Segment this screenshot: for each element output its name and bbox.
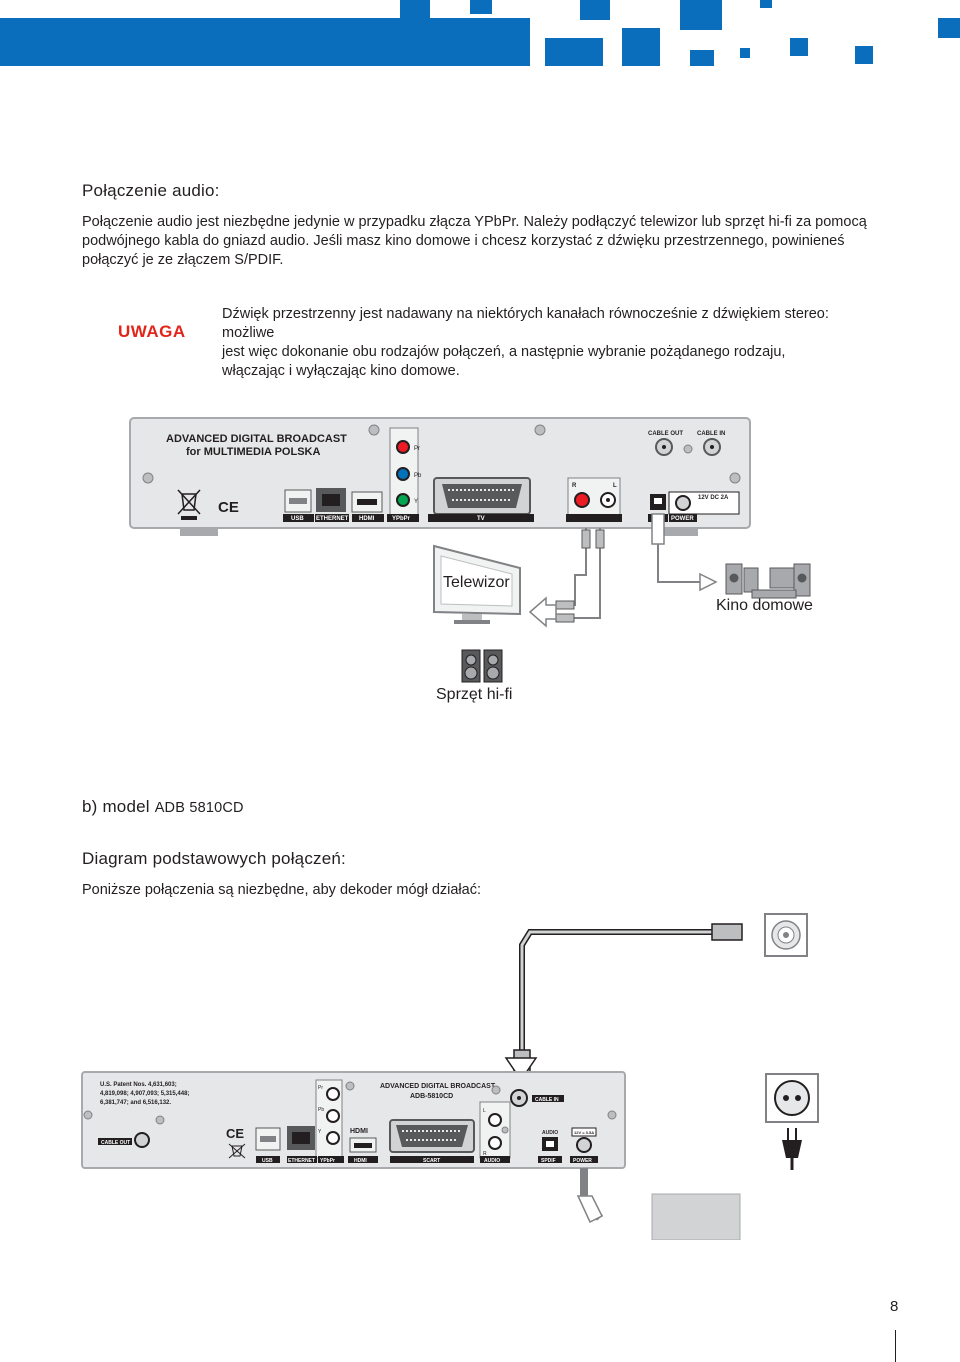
tv-label: Telewizor: [443, 574, 510, 591]
audio-r-connector: [574, 492, 590, 508]
cable-out-label: CABLE OUT: [648, 431, 683, 437]
brand-line-1: ADVANCED DIGITAL BROADCAST: [166, 433, 347, 445]
power-cable-plug: [576, 1168, 604, 1224]
port-spdif-label: SPDIF: [541, 1158, 556, 1164]
power-rating: 12V = 3.5A: [574, 1130, 594, 1135]
audio-r-connector: [488, 1136, 502, 1150]
antenna-socket-icon: [764, 913, 808, 957]
brand-line-1: ADVANCED DIGITAL BROADCAST: [380, 1083, 496, 1090]
port-usb-label: USB: [262, 1158, 273, 1164]
port-power-label: POWER: [573, 1158, 592, 1164]
port-audio-label: AUDIO: [484, 1158, 500, 1164]
model-heading: b) model ADB 5810CD: [82, 797, 244, 817]
hdmi-logo: HDMI: [350, 1128, 368, 1135]
note-line-1: Dźwięk przestrzenny jest nadawany na nie…: [222, 306, 829, 341]
power-connector: [675, 495, 691, 511]
audio-paragraph: Połączenie audio jest niezbędne jedynie …: [82, 213, 872, 270]
tv-icon: [433, 544, 521, 624]
basic-diagram-heading: Diagram podstawowych połączeń:: [82, 849, 346, 868]
audio-connection-diagram: ADVANCED DIGITAL BROADCAST for MULTIMEDI…: [129, 417, 813, 703]
patent-line-2: 4,819,098; 4,907,093; 5,315,448;: [100, 1091, 189, 1097]
ce-mark: CE: [226, 1126, 244, 1141]
r-label: R: [572, 483, 577, 489]
pb-label: Pb: [318, 1107, 324, 1113]
y-label: Y: [414, 499, 418, 505]
note-line-3: włączając i wyłączając kino domowe.: [222, 363, 460, 379]
port-ypbpr-label: YPbPr: [320, 1158, 335, 1164]
port-usb-label: USB: [291, 516, 304, 522]
scart-connector: [389, 1119, 475, 1153]
port-power-label: POWER: [671, 516, 694, 522]
audio-line-3: połączyć je ze złączem S/PDIF.: [82, 252, 284, 268]
note-line-2: jest więc dokonanie obu rodzajów połącze…: [222, 344, 786, 360]
arrow-to-tv-hifi: [528, 596, 557, 628]
pr-label: Pr: [318, 1085, 323, 1091]
pb-label: Pb: [414, 473, 422, 479]
arrow-to-cable-in: [504, 1057, 538, 1082]
hifi-speakers-icon: [461, 649, 503, 683]
y-connector: [396, 493, 410, 507]
basic-connection-diagram: U.S. Patent Nos. 4,631,603; 4,819,098; 4…: [81, 913, 819, 1240]
note-label: UWAGA: [118, 322, 186, 341]
basic-diagram-intro: Poniższe połączenia są niezbędne, aby de…: [82, 882, 481, 898]
weee-icon: [177, 489, 201, 520]
port-hdmi-label: HDMI: [359, 516, 375, 522]
pr-connector: [396, 440, 410, 454]
scart-connector: [433, 477, 531, 515]
y-label: Y: [318, 1129, 322, 1135]
brand-line-2: for MULTIMEDIA POLSKA: [186, 446, 320, 458]
port-hdmi-label: HDMI: [354, 1158, 367, 1164]
power-adapter: [651, 1193, 741, 1240]
y-connector: [326, 1131, 340, 1145]
power-plug-icon: [782, 1128, 802, 1170]
header-banner: [0, 0, 960, 66]
l-label: L: [613, 483, 617, 489]
pb-connector: [396, 467, 410, 481]
patent-line-1: U.S. Patent Nos. 4,631,603;: [100, 1082, 177, 1088]
pb-connector: [326, 1109, 340, 1123]
weee-icon: [228, 1143, 246, 1159]
patent-line-3: 6,381,747; and 6,516,132.: [100, 1100, 171, 1106]
port-ypbpr-label: YPbPr: [392, 516, 411, 522]
cable-in-label: CABLE IN: [535, 1097, 559, 1103]
ce-mark: CE: [218, 499, 239, 516]
hifi-label: Sprzęt hi-fi: [436, 686, 512, 703]
home-cinema-label: Kino domowe: [716, 597, 813, 614]
audio-line-1: Połączenie audio jest niezbędne jedynie …: [82, 214, 867, 230]
model-name: ADB 5810CD: [154, 800, 244, 816]
audio-line-2: podwójnego kabla do gniazd audio. Jeśli …: [82, 233, 845, 249]
port-tv-label: TV: [477, 516, 485, 522]
power-connector: [576, 1137, 592, 1153]
l-label: L: [483, 1108, 486, 1114]
coax-cable: [513, 923, 743, 1090]
port-ethernet-label: ETHERNET: [316, 516, 349, 522]
power-rating: 12V DC 2A: [698, 495, 729, 501]
page-number: 8: [890, 1298, 899, 1315]
brand-line-2: ADB-5810CD: [410, 1093, 453, 1100]
port-ethernet-label: ETHERNET: [288, 1158, 315, 1164]
audio-heading: Połączenie audio:: [82, 181, 220, 200]
page-number-rule: [895, 1330, 896, 1362]
r-label: R: [483, 1151, 487, 1157]
port-scart-label: SCART: [423, 1158, 440, 1164]
spdif-cable: [651, 513, 718, 592]
cable-out-connector: [134, 1132, 150, 1148]
power-outlet-icon: [765, 1073, 819, 1123]
note-text: Dźwięk przestrzenny jest nadawany na nie…: [222, 305, 872, 381]
pr-label: Pr: [414, 446, 420, 452]
model-prefix: b) model: [82, 797, 150, 816]
audio-logo: AUDIO: [542, 1130, 558, 1136]
pr-connector: [326, 1087, 340, 1101]
cable-out-label: CABLE OUT: [101, 1140, 130, 1146]
cable-in-label: CABLE IN: [697, 431, 725, 437]
audio-l-connector: [488, 1113, 502, 1127]
home-cinema-icon: [725, 563, 811, 599]
